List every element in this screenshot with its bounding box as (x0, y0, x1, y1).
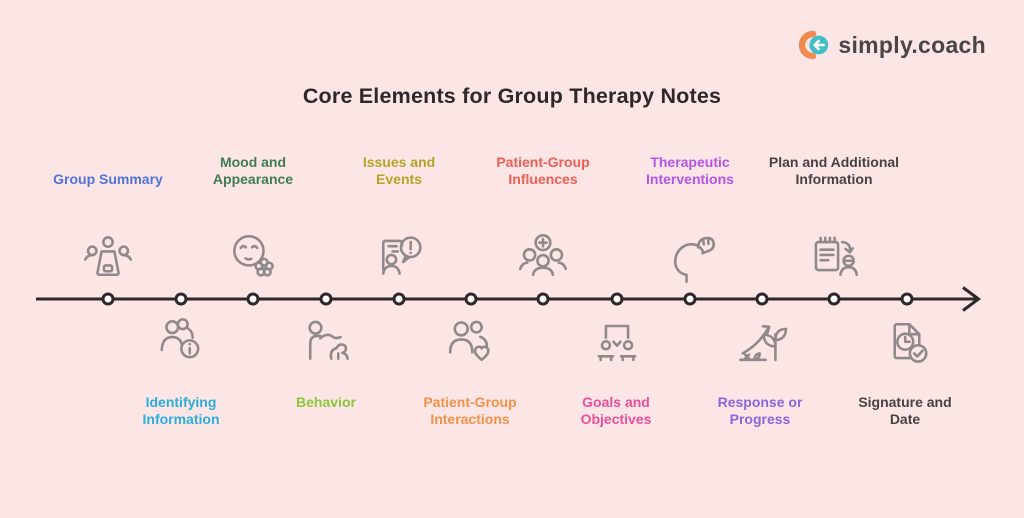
growth-plant-icon (733, 311, 791, 369)
group-presentation-icon (79, 230, 137, 288)
label-text: Identifying Information (142, 394, 220, 427)
timeline-label-group-summary: Group Summary (38, 136, 178, 188)
timeline-dot (900, 292, 914, 306)
label-text: Mood and Appearance (212, 154, 294, 187)
timeline-label-goals-objectives: Goals and Objectives (561, 394, 671, 428)
brand-logo: simply.coach (793, 28, 986, 62)
timeline-label-patient-interactions: Patient-Group Interactions (405, 394, 535, 428)
label-text: Therapeutic Interventions (646, 154, 734, 187)
label-text: Behavior (296, 394, 356, 410)
label-text: Group Summary (53, 171, 163, 187)
label-text: Patient-Group Interactions (423, 394, 517, 427)
document-alert-icon (370, 230, 428, 288)
page-title: Core Elements for Group Therapy Notes (302, 84, 722, 108)
timeline-dot (464, 292, 478, 306)
timeline-dot (755, 292, 769, 306)
label-text: Signature and Date (858, 394, 952, 427)
timeline-label-therapeutic: Therapeutic Interventions (630, 136, 750, 188)
people-heart-icon (441, 311, 499, 369)
timeline-label-identifying: Identifying Information (126, 394, 236, 428)
timeline-label-signature-date: Signature and Date (845, 394, 965, 428)
people-desks-icon (588, 311, 646, 369)
people-info-icon (152, 311, 210, 369)
timeline-dot (246, 292, 260, 306)
brand-logo-text: simply.coach (838, 31, 986, 58)
timeline-label-patient-influences: Patient-Group Influences (478, 136, 608, 188)
head-hand-icon (661, 230, 719, 288)
mood-flower-icon (224, 230, 282, 288)
timeline-label-plan-additional: Plan and Additional Information (759, 136, 909, 188)
timeline-arrowhead (962, 286, 982, 312)
notepad-person-icon (805, 230, 863, 288)
person-pet-icon (297, 311, 355, 369)
label-text: Issues and Events (362, 154, 436, 187)
timeline-dot (610, 292, 624, 306)
document-clock-check-icon (878, 311, 936, 369)
timeline-dot (174, 292, 188, 306)
timeline-label-response-progress: Response or Progress (700, 394, 820, 428)
timeline-label-issues-events: Issues and Events (351, 136, 447, 188)
timeline-dot (319, 292, 333, 306)
label-text: Plan and Additional Information (768, 154, 900, 187)
label-text: Goals and Objectives (580, 394, 652, 427)
timeline-dot (101, 292, 115, 306)
group-plus-icon (514, 230, 572, 288)
timeline-dot (683, 292, 697, 306)
timeline-dot (392, 292, 406, 306)
timeline-label-mood-appearance: Mood and Appearance (198, 136, 308, 188)
label-text: Response or Progress (717, 394, 803, 427)
label-text: Patient-Group Influences (496, 154, 590, 187)
simply-coach-logo-icon (799, 30, 829, 60)
timeline-dot (827, 292, 841, 306)
timeline-label-behavior: Behavior (276, 394, 376, 411)
timeline-dot (536, 292, 550, 306)
